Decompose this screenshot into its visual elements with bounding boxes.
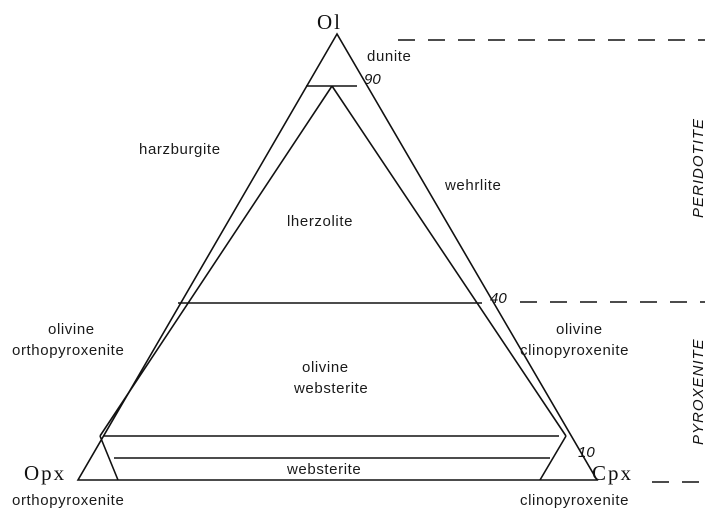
field-harzburgite: harzburgite bbox=[139, 141, 221, 158]
vertex-opx-label: Opx bbox=[24, 461, 66, 485]
field-olivine-clinopyroxenite-line1: olivine bbox=[556, 321, 603, 338]
level-10-label: 10 bbox=[578, 444, 595, 461]
field-olivine-clinopyroxenite-line2: clinopyroxenite bbox=[520, 342, 629, 359]
field-olivine-websterite-line1: olivine bbox=[302, 359, 349, 376]
vertex-olivine-label: Ol bbox=[317, 10, 342, 34]
vertex-cpx-label: Cpx bbox=[592, 461, 633, 485]
level-90-label: 90 bbox=[364, 71, 381, 88]
boundary-clinopyroxenite-websterite bbox=[539, 435, 567, 481]
boundary-orthopyroxenite-websterite bbox=[99, 435, 119, 481]
field-olivine-websterite-line2: websterite bbox=[293, 380, 368, 397]
field-lherzolite: lherzolite bbox=[287, 213, 353, 230]
field-websterite: websterite bbox=[286, 461, 361, 478]
boundary-wehrlite-lherzolite bbox=[331, 85, 567, 437]
field-orthopyroxenite: orthopyroxenite bbox=[12, 492, 124, 509]
field-olivine-orthopyroxenite-line2: orthopyroxenite bbox=[12, 342, 124, 359]
group-peridotite-label: PERIDOTITE bbox=[690, 118, 707, 218]
outer-triangle bbox=[76, 32, 599, 481]
field-wehrlite: wehrlite bbox=[444, 177, 502, 194]
field-dunite: dunite bbox=[367, 48, 411, 65]
level-40-label: 40 bbox=[490, 290, 507, 307]
field-olivine-orthopyroxenite-line1: olivine bbox=[48, 321, 95, 338]
field-clinopyroxenite: clinopyroxenite bbox=[520, 492, 629, 509]
boundary-harzburgite-lherzolite bbox=[99, 85, 333, 437]
group-pyroxenite-label: PYROXENITE bbox=[690, 338, 707, 445]
